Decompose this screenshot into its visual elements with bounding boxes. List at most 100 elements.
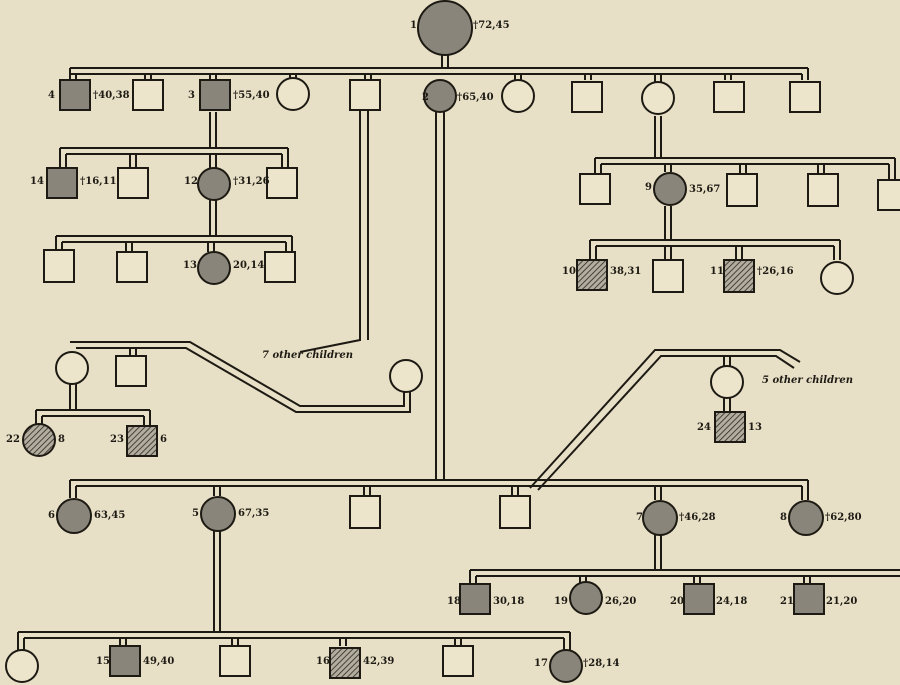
individual-13-symbol	[197, 251, 231, 285]
unaffected-male-symbol	[789, 81, 821, 113]
individual-8-number: 8	[780, 512, 787, 523]
individual-7-symbol	[642, 500, 678, 536]
individual-3-number: 3	[188, 90, 195, 101]
unaffected-male-symbol	[726, 173, 758, 207]
individual-19-number: 19	[554, 596, 568, 607]
individual-6-number: 6	[48, 510, 55, 521]
individual-12-number: 12	[184, 176, 198, 187]
individual-24-symbol	[714, 411, 746, 443]
individual-21-data: 21,20	[826, 596, 857, 607]
individual-23-symbol	[126, 425, 158, 457]
individual-19-symbol	[569, 581, 603, 615]
individual-11-data: †26,16	[757, 266, 794, 277]
individual-5-symbol	[200, 496, 236, 532]
unaffected-female-symbol	[641, 81, 675, 115]
individual-9-number: 9	[645, 182, 652, 193]
individual-16-data: 42,39	[363, 656, 394, 667]
individual-22-number: 22	[6, 434, 20, 445]
individual-9-symbol	[653, 172, 687, 206]
unaffected-female-symbol	[501, 79, 535, 113]
unaffected-male-symbol	[266, 167, 298, 199]
individual-2-number: 2	[422, 92, 429, 103]
individual-9-data: 35,67	[689, 184, 720, 195]
individual-12-symbol	[197, 167, 231, 201]
individual-21-symbol	[793, 583, 825, 615]
unaffected-female-symbol	[276, 77, 310, 111]
unaffected-male-symbol	[499, 495, 531, 529]
individual-6-symbol	[56, 498, 92, 534]
individual-14-data: †16,11	[80, 176, 117, 187]
individual-10-data: 38,31	[610, 266, 641, 277]
individual-3-symbol	[199, 79, 231, 111]
individual-7-number: 7	[636, 512, 643, 523]
individual-13-number: 13	[183, 260, 197, 271]
individual-labels: 1 †72,45 2 †65,40 3 †55,40 4 †40,38 14 †…	[6, 20, 862, 669]
individual-20-data: 24,18	[716, 596, 747, 607]
unaffected-male-symbol	[652, 259, 684, 293]
individual-4-symbol	[59, 79, 91, 111]
individual-6-data: 63,45	[94, 510, 125, 521]
individual-symbols	[5, 0, 900, 683]
individual-20-symbol	[683, 583, 715, 615]
individual-4-number: 4	[48, 90, 55, 101]
individual-15-symbol	[109, 645, 141, 677]
individual-18-number: 18	[447, 596, 461, 607]
unaffected-female-symbol	[820, 261, 854, 295]
unaffected-male-symbol	[349, 495, 381, 529]
unaffected-male-symbol	[579, 173, 611, 205]
unaffected-male-symbol	[807, 173, 839, 207]
individual-5-number: 5	[192, 508, 199, 519]
individual-22-data: 8	[58, 434, 65, 445]
individual-17-number: 17	[534, 658, 548, 669]
individual-14-number: 14	[30, 176, 44, 187]
individual-14-symbol	[46, 167, 78, 199]
individual-4-data: †40,38	[93, 90, 130, 101]
individual-24-data: 13	[748, 422, 762, 433]
individual-23-data: 6	[160, 434, 167, 445]
individual-1-data: †72,45	[473, 20, 510, 31]
individual-24-number: 24	[697, 422, 711, 433]
individual-8-symbol	[788, 500, 824, 536]
unaffected-male-symbol	[713, 81, 745, 113]
individual-8-data: †62,80	[825, 512, 862, 523]
individual-7-data: †46,28	[679, 512, 716, 523]
unaffected-male-symbol	[117, 167, 149, 199]
individual-22-symbol	[22, 423, 56, 457]
individual-1-symbol	[417, 0, 473, 56]
individual-10-number: 10	[562, 266, 576, 277]
individual-1-number: 1	[410, 20, 417, 31]
individual-17-data: †28,14	[583, 658, 620, 669]
individual-23-number: 23	[110, 434, 124, 445]
individual-11-symbol	[723, 259, 755, 293]
individual-19-data: 26,20	[605, 596, 636, 607]
unaffected-male-symbol	[115, 355, 147, 387]
individual-5-data: 67,35	[238, 508, 269, 519]
unaffected-female-symbol	[5, 649, 39, 683]
individual-21-number: 21	[780, 596, 794, 607]
unaffected-female-symbol	[710, 365, 744, 399]
note-seven-other-children: 7 other children	[262, 350, 353, 361]
individual-17-symbol	[549, 649, 583, 683]
unaffected-male-symbol	[43, 249, 75, 283]
connector-lines	[17, 55, 900, 650]
unaffected-female-symbol	[55, 351, 89, 385]
unaffected-male-symbol	[116, 251, 148, 283]
individual-13-data: 20,14	[233, 260, 264, 271]
individual-15-data: 49,40	[143, 656, 174, 667]
individual-16-symbol	[329, 647, 361, 679]
note-five-other-children: 5 other children	[762, 375, 853, 386]
unaffected-male-symbol	[132, 79, 164, 111]
unaffected-male-symbol	[877, 179, 900, 211]
individual-2-symbol	[423, 79, 457, 113]
individual-3-data: †55,40	[233, 90, 270, 101]
individual-18-symbol	[459, 583, 491, 615]
individual-15-number: 15	[96, 656, 110, 667]
unaffected-female-symbol	[389, 359, 423, 393]
individual-12-data: †31,26	[233, 176, 270, 187]
unaffected-male-symbol	[571, 81, 603, 113]
unaffected-male-symbol	[264, 251, 296, 283]
unaffected-male-symbol	[349, 79, 381, 111]
individual-2-data: †65,40	[457, 92, 494, 103]
individual-16-number: 16	[316, 656, 330, 667]
